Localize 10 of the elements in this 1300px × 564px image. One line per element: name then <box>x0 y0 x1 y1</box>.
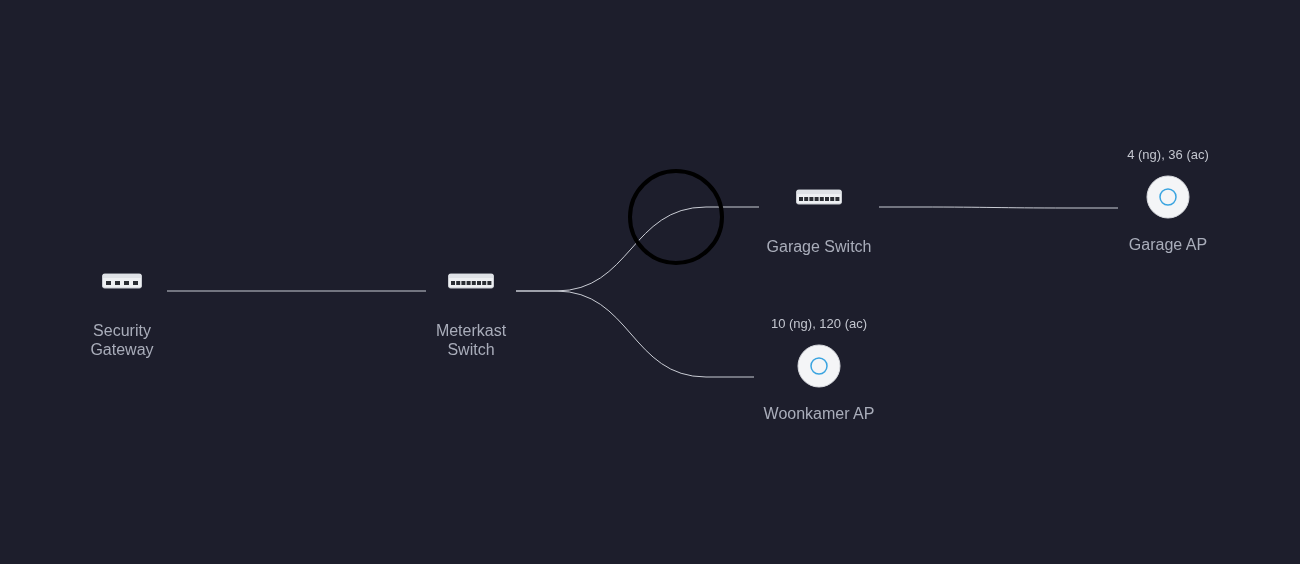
cable-line <box>515 290 755 378</box>
client-count: 10 (ng), 120 (ac) <box>770 316 868 332</box>
device-label: Meterkast Switch <box>434 321 508 359</box>
client-count: 4 (ng), 36 (ac) <box>1127 147 1209 163</box>
device-label: Security Gateway <box>89 321 155 359</box>
device-label: Woonkamer AP <box>763 404 875 423</box>
cable-line <box>878 206 1119 209</box>
device-label: Garage AP <box>1128 235 1208 254</box>
device-label: Garage Switch <box>766 237 872 256</box>
cable-line <box>166 290 427 292</box>
